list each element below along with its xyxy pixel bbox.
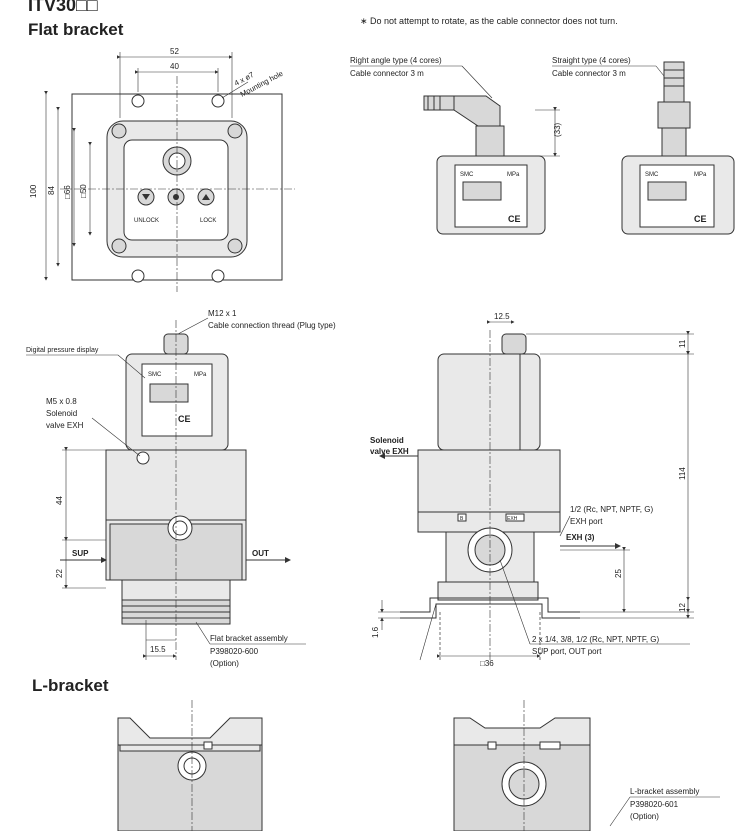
ce-mark-icon: CE (178, 414, 191, 424)
straight-label: Straight type (4 cores) (552, 56, 631, 65)
flat-assy-option: (Option) (210, 659, 239, 668)
dim-15-5: 15.5 (150, 645, 166, 654)
display-label: Digital pressure display (26, 347, 99, 354)
model-title: ITV30□□ (28, 0, 98, 15)
lock-label: LOCK (200, 218, 216, 224)
dim-36: □36 (480, 659, 494, 668)
side-view: B EXH □36 12.5 11 114 12 25 1.6 Solenoid… (370, 312, 694, 668)
dim-22: 22 (55, 569, 64, 578)
port-exh-label: EXH (507, 516, 518, 522)
exh-port-thread: 1/2 (Rc, NPT, NPTF, G) (570, 505, 653, 514)
dim-52: 52 (170, 47, 179, 56)
out-label: OUT (252, 549, 269, 558)
front-view: SMC MPa CE SUP OUT 44 22 15.5 M12 x 1 Ca… (26, 309, 336, 668)
flat-assy-label: Flat bracket assembly (210, 634, 288, 643)
m5-exh: valve EXH (46, 421, 84, 430)
dim-66: □66 (63, 185, 72, 199)
dim-84: 84 (47, 186, 56, 195)
straight-cable: Cable connector 3 m (552, 69, 626, 78)
straight-view: Straight type (4 cores) Cable connector … (552, 56, 735, 235)
right-angle-label: Right angle type (4 cores) (350, 56, 442, 65)
right-angle-view: Right angle type (4 cores) Cable connect… (350, 56, 562, 235)
dim-12-5: 12.5 (494, 312, 510, 321)
dim-100: 100 (29, 184, 38, 198)
m12-label: M12 x 1 (208, 309, 237, 318)
solenoid-exh-label: valve EXH (370, 447, 409, 456)
unit-label: MPa (194, 372, 207, 378)
unlock-label: UNLOCK (134, 218, 159, 224)
mounting-hole (131, 94, 225, 283)
l-assy-label: L-bracket assembly (630, 787, 699, 796)
dim-44: 44 (55, 496, 64, 505)
dim-11: 11 (678, 339, 687, 348)
flat-assy-part: P398020-600 (210, 647, 259, 656)
l-assy-part: P398020-601 (630, 800, 679, 809)
flat-bracket-plate (400, 597, 580, 613)
ce-mark-icon: CE (508, 214, 521, 224)
port-b-label: B (460, 516, 464, 522)
smc-logo-icon: SMC (645, 172, 659, 178)
section-title-flat-bracket: Flat bracket (28, 20, 124, 39)
solenoid-exh-icon (136, 451, 150, 465)
dim-40: 40 (170, 62, 179, 71)
rotation-note: ∗ Do not attempt to rotate, as the cable… (360, 16, 618, 26)
dim-114: 114 (678, 467, 687, 480)
m12-thread-label: Cable connection thread (Plug type) (208, 321, 336, 330)
section-title-l-bracket: L-bracket (32, 676, 109, 695)
solenoid-label: Solenoid (370, 436, 404, 445)
ce-mark-icon: CE (694, 214, 707, 224)
smc-logo-icon: SMC (148, 372, 162, 378)
exh-port-label: EXH port (570, 517, 603, 526)
top-view: UNLOCK LOCK 52 40 100 84 □66 □50 4 x ø7 … (29, 47, 295, 292)
unit-label: MPa (507, 172, 520, 178)
dim-1-6: 1.6 (371, 626, 380, 638)
l-bracket-side-view: L-bracket assembly P398020-601 (Option) (453, 700, 720, 831)
right-angle-cable: Cable connector 3 m (350, 69, 424, 78)
ports-thread: 2 x 1/4, 3/8, 1/2 (Rc, NPT, NPTF, G) (532, 635, 659, 644)
dim-25: 25 (614, 569, 623, 578)
dim-12: 12 (678, 603, 687, 612)
l-assy-option: (Option) (630, 812, 659, 821)
dim-50: □50 (79, 184, 88, 198)
unit-label: MPa (694, 172, 707, 178)
smc-logo-icon: SMC (460, 172, 474, 178)
m5-solenoid: Solenoid (46, 409, 77, 418)
l-bracket-front-view (117, 700, 263, 831)
sup-label: SUP (72, 549, 89, 558)
dim-33: (33) (553, 122, 562, 137)
exh3-label: EXH (3) (566, 533, 595, 542)
ports-label: SUP port, OUT port (532, 647, 602, 656)
m12-connector-icon (501, 333, 527, 355)
m5-label: M5 x 0.8 (46, 397, 77, 406)
straight-connector-icon (657, 101, 691, 129)
right-angle-connector-icon (453, 95, 501, 127)
